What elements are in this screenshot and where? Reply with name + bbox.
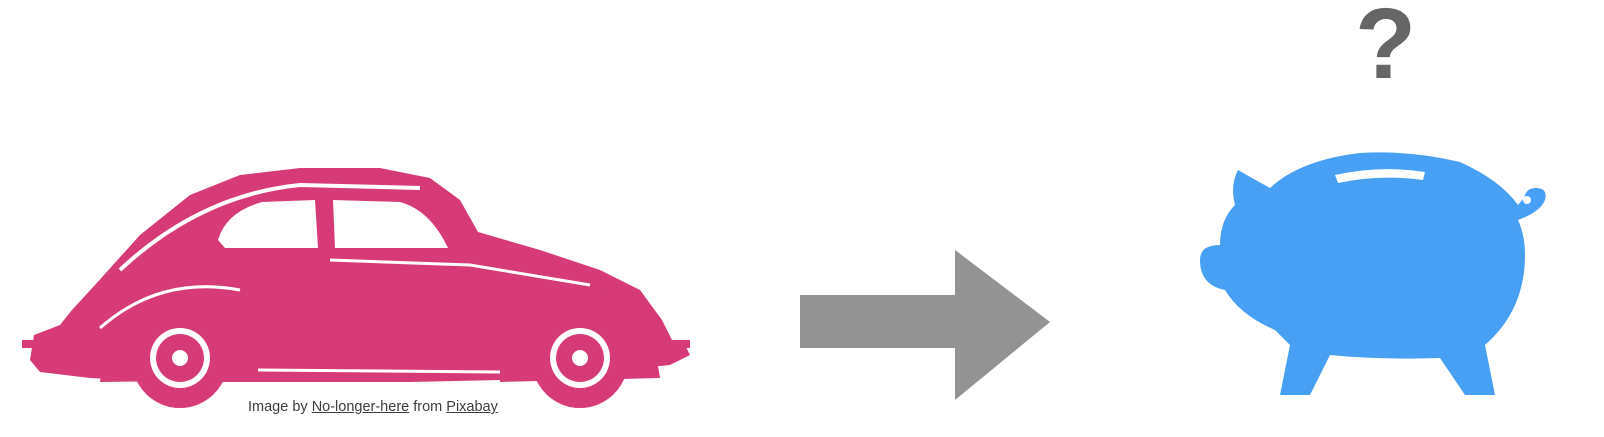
image-credit: Image by No-longer-here from Pixabay — [248, 399, 498, 415]
credit-author-link[interactable]: No-longer-here — [311, 399, 410, 415]
credit-prefix: Image by — [248, 399, 308, 415]
car-image — [22, 168, 690, 408]
credit-source-link[interactable]: Pixabay — [446, 399, 498, 415]
car-window-rear — [218, 200, 318, 248]
arrow-right-icon — [800, 250, 1050, 400]
car-window-front — [333, 200, 448, 248]
piggy-bank-icon — [1200, 152, 1546, 395]
credit-middle: from — [413, 399, 443, 415]
question-mark-icon: ? — [1355, 0, 1417, 100]
